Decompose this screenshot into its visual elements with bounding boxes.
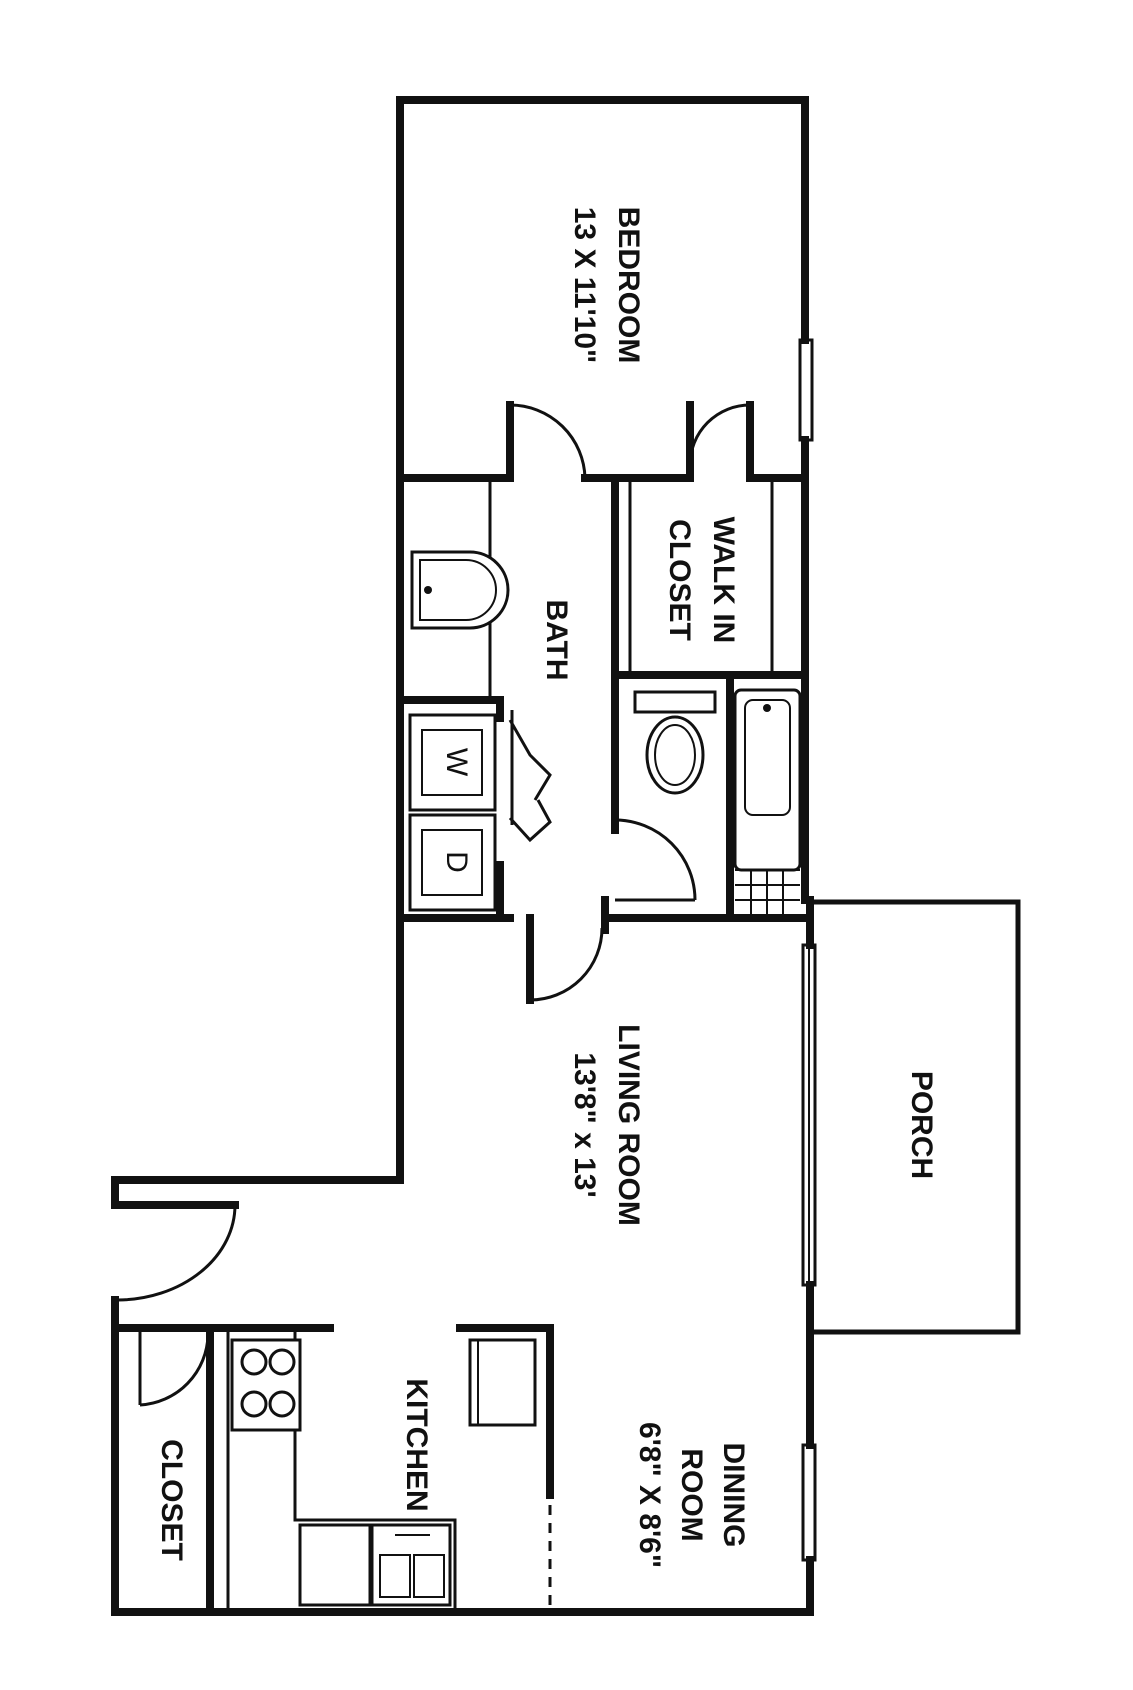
- kitchen-sink-icon: [370, 1523, 452, 1607]
- dryer-label: D: [440, 851, 473, 873]
- dining-room-dimensions: 6'8" X 8'6": [633, 1422, 666, 1568]
- kitchen-label: KITCHEN: [400, 1378, 433, 1511]
- dining-room-line2: ROOM: [675, 1448, 708, 1541]
- bedroom-dimensions: 13 X 11'10": [568, 207, 601, 364]
- bath-label: BATH: [540, 599, 573, 680]
- door-swings: [111, 710, 697, 1407]
- dining-room-label: DINING ROOM 6'8" X 8'6": [633, 1422, 750, 1568]
- porch-name: PORCH: [905, 1071, 938, 1179]
- walk-in-closet-label: WALK IN CLOSET: [663, 517, 740, 644]
- walk-in-closet-line2: CLOSET: [663, 519, 696, 641]
- bedroom-south-wall: [396, 401, 809, 482]
- bath-name: BATH: [540, 599, 573, 680]
- bedroom-name: BEDROOM: [612, 207, 645, 364]
- dining-room-line1: DINING: [717, 1443, 750, 1548]
- outer-walls: [111, 96, 1021, 1616]
- interior-walls: [396, 474, 809, 1004]
- living-room-label: LIVING ROOM 13'8" x 13': [568, 1024, 645, 1226]
- refrigerator-icon: [468, 1338, 537, 1427]
- washer-icon: [408, 713, 497, 812]
- dishwasher-icon: [298, 1523, 372, 1607]
- walk-in-closet-line1: WALK IN: [707, 517, 740, 644]
- kitchen-name: KITCHEN: [400, 1378, 433, 1511]
- living-room-name: LIVING ROOM: [612, 1024, 645, 1226]
- bathtub-icon: [733, 688, 802, 915]
- sink-icon: [410, 550, 510, 630]
- closet-label: CLOSET: [155, 1439, 188, 1561]
- fixtures: [230, 550, 802, 1607]
- dryer-letter: D: [440, 851, 473, 873]
- porch-label: PORCH: [905, 1071, 938, 1179]
- bedroom-label: BEDROOM 13 X 11'10": [568, 207, 645, 364]
- windows: [798, 338, 817, 1562]
- dryer-icon: [408, 813, 497, 912]
- closet-name: CLOSET: [155, 1439, 188, 1561]
- washer-letter: W: [440, 748, 473, 777]
- toilet-icon: [633, 690, 717, 795]
- living-room-dimensions: 13'8" x 13': [568, 1052, 601, 1197]
- washer-label: W: [440, 748, 473, 777]
- labels: BEDROOM 13 X 11'10" BATH WALK IN CLOSET …: [155, 207, 938, 1568]
- stove-icon: [230, 1338, 302, 1432]
